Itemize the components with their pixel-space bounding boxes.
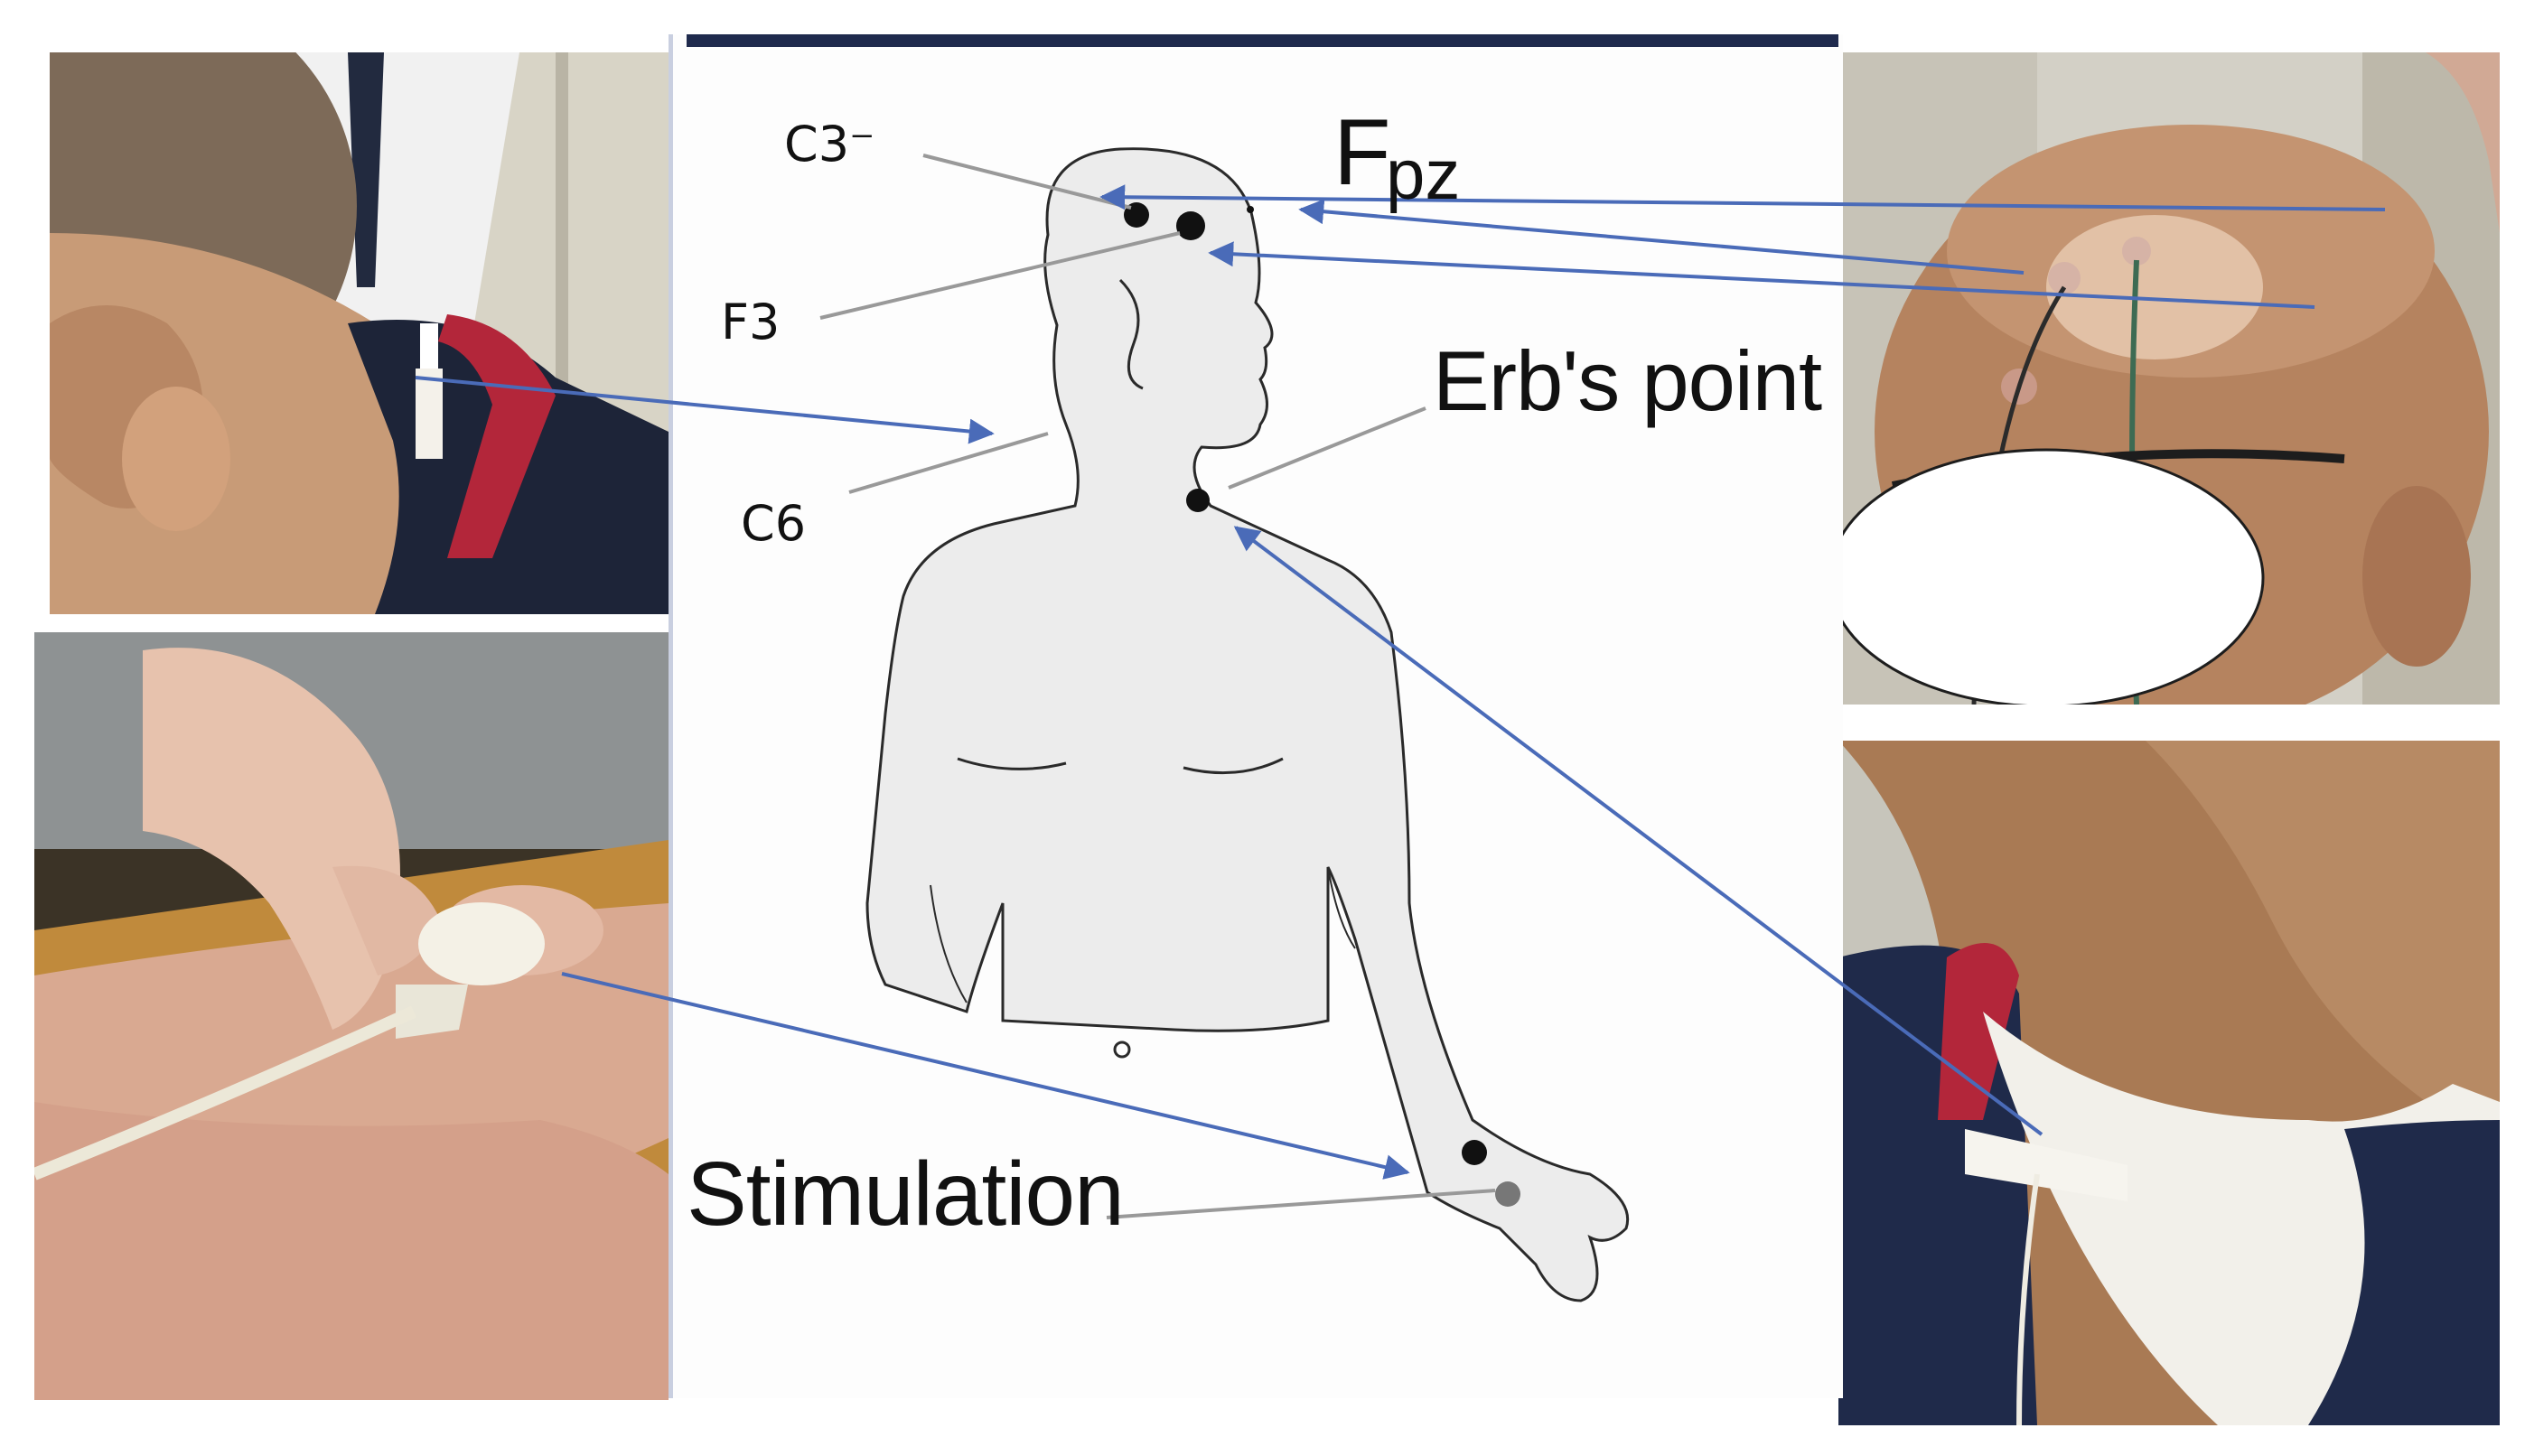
erb-point-electrode-photo — [1838, 741, 2500, 1425]
wrist-stimulator-photo — [34, 632, 669, 1400]
label-fpz: F — [1333, 100, 1391, 205]
neck-electrode-photo — [50, 52, 669, 614]
photo-wrist-stimulation — [34, 632, 669, 1400]
photo-neck-back — [50, 52, 669, 614]
photo-scalp-electrodes — [1838, 52, 2500, 705]
scalp-electrode-photo — [1838, 52, 2500, 705]
photo-neck-erb — [1838, 741, 2500, 1425]
label-stimulation: Stimulation — [687, 1143, 1125, 1245]
label-c6: C6 — [741, 495, 807, 552]
label-erbs-point: Erb's point — [1433, 333, 1822, 428]
diagram-top-border — [687, 34, 1838, 47]
label-f3: F3 — [721, 294, 781, 350]
label-c3: C3⁻ — [784, 116, 875, 173]
label-fpz-subscript: pz — [1386, 135, 1461, 214]
